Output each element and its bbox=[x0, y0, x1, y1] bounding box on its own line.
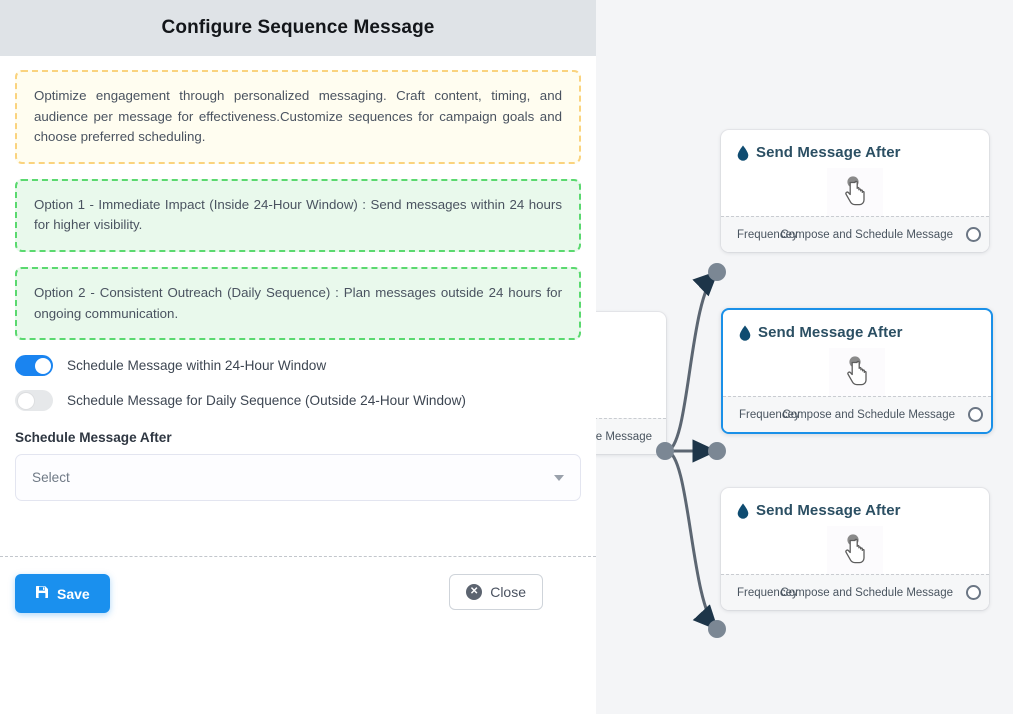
node-footer-compose-label: Compose and Schedule Message bbox=[780, 586, 953, 599]
node-body: Send Message After bbox=[721, 130, 989, 220]
node-footer: Frequencey Compose and Schedule Message bbox=[721, 574, 989, 610]
water-drop-icon bbox=[739, 325, 751, 341]
select-value: Select bbox=[32, 470, 70, 486]
node-preview-area bbox=[829, 348, 885, 400]
hand-pointer-icon bbox=[840, 175, 870, 214]
node-output-port-source[interactable] bbox=[656, 442, 674, 460]
node-body: Send Message After bbox=[723, 310, 991, 400]
edge-to-node-3 bbox=[665, 449, 719, 631]
flow-node-send-message-after-2[interactable]: Send Message After Frequencey Compose an… bbox=[721, 308, 993, 434]
save-button-label: Save bbox=[57, 585, 90, 602]
close-icon: ✕ bbox=[466, 584, 483, 600]
node-title-text: Send Message After bbox=[758, 324, 903, 341]
info-callout-overview: Optimize engagement through personalized… bbox=[15, 70, 581, 164]
node-title-text: Send Message After bbox=[756, 502, 901, 519]
node-footer-label: ce Message bbox=[589, 430, 652, 443]
node-title-row: Send Message After bbox=[737, 144, 973, 161]
success-callout-option-2: Option 2 - Consistent Outreach (Daily Se… bbox=[15, 267, 581, 341]
node-output-port[interactable] bbox=[966, 585, 981, 600]
node-footer-frequency-label: Frequencey bbox=[739, 408, 800, 421]
toggle-schedule-within-24-hour-window[interactable] bbox=[15, 355, 53, 377]
node-footer-compose-label: Compose and Schedule Message bbox=[782, 408, 955, 421]
chevron-down-icon bbox=[554, 474, 564, 481]
close-button-label: Close bbox=[490, 584, 526, 600]
node-body: Send Message After bbox=[721, 488, 989, 578]
toggle-row-within-24h[interactable]: Schedule Message within 24-Hour Window bbox=[15, 355, 581, 377]
save-floppy-icon bbox=[35, 585, 49, 602]
node-footer-frequency-label: Frequencey bbox=[737, 228, 798, 241]
dialog-header: Configure Sequence Message bbox=[0, 0, 596, 56]
success-callout-option-1: Option 1 - Immediate Impact (Inside 24-H… bbox=[15, 178, 581, 253]
node-input-port-2[interactable] bbox=[708, 442, 726, 460]
node-title-row: Send Message After bbox=[739, 324, 975, 341]
node-output-port[interactable] bbox=[966, 227, 981, 242]
toggle-label-within-24h: Schedule Message within 24-Hour Window bbox=[67, 358, 327, 374]
node-footer: Frequencey Compose and Schedule Message bbox=[721, 216, 989, 252]
node-input-port-3[interactable] bbox=[708, 620, 726, 638]
node-footer: Frequencey Compose and Schedule Message bbox=[723, 396, 991, 432]
flow-node-send-message-after-3[interactable]: Send Message After Frequencey Compose an… bbox=[721, 488, 989, 610]
toggle-label-daily-sequence: Schedule Message for Daily Sequence (Out… bbox=[67, 393, 466, 409]
dialog-footer: Save ✕ Close bbox=[0, 556, 596, 714]
configure-sequence-message-dialog: Configure Sequence Message Optimize enga… bbox=[0, 0, 596, 714]
toggle-schedule-daily-sequence[interactable] bbox=[15, 390, 53, 412]
page-title: Configure Sequence Message bbox=[161, 17, 435, 38]
water-drop-icon bbox=[737, 145, 749, 161]
hand-pointer-icon bbox=[840, 533, 870, 572]
dialog-body: Optimize engagement through personalized… bbox=[0, 56, 596, 556]
toggle-knob bbox=[34, 357, 51, 374]
toggle-knob bbox=[17, 392, 34, 409]
node-output-port[interactable] bbox=[968, 407, 983, 422]
node-footer-frequency-label: Frequencey bbox=[737, 586, 798, 599]
save-button[interactable]: Save bbox=[15, 574, 110, 613]
schedule-message-after-select[interactable]: Select bbox=[15, 454, 581, 502]
hand-pointer-icon bbox=[842, 355, 872, 394]
water-drop-icon bbox=[737, 503, 749, 519]
node-title-row: Send Message After bbox=[737, 502, 973, 519]
flow-node-send-message-after-1[interactable]: Send Message After Frequencey Compose an… bbox=[721, 130, 989, 252]
node-title-text: Send Message After bbox=[756, 144, 901, 161]
node-preview-area bbox=[827, 526, 883, 578]
close-button[interactable]: ✕ Close bbox=[449, 574, 543, 610]
toggle-row-daily-sequence[interactable]: Schedule Message for Daily Sequence (Out… bbox=[15, 390, 581, 412]
node-footer-compose-label: Compose and Schedule Message bbox=[780, 228, 953, 241]
schedule-message-after-label: Schedule Message After bbox=[15, 430, 172, 446]
node-preview-area bbox=[827, 168, 883, 220]
edge-to-node-1 bbox=[665, 270, 719, 453]
node-input-port-1[interactable] bbox=[708, 263, 726, 281]
